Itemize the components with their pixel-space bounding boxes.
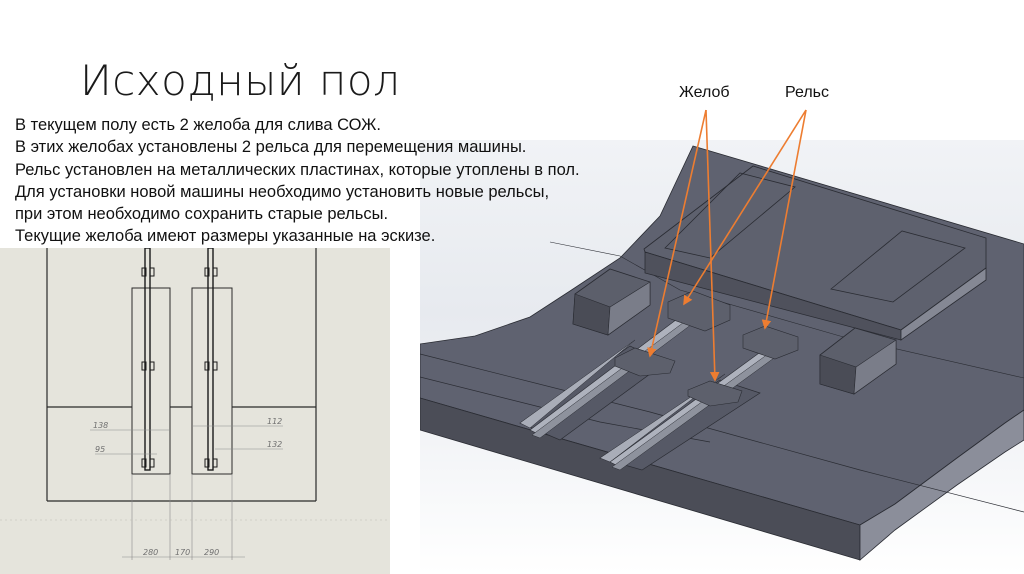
description-text: В текущем полу есть 2 желоба для слива С…: [15, 114, 580, 248]
dim-280: 280: [143, 548, 158, 557]
dim-95: 95: [95, 445, 105, 454]
description-line: Текущие желоба имеют размеры указанные н…: [15, 227, 436, 246]
description-line: Для установки новой машины необходимо ус…: [15, 182, 550, 201]
trough-callout-label: Желоб: [679, 84, 730, 101]
rail-callout-label: Рельс: [785, 84, 830, 101]
trough-sketch-drawing: 138 95 112 132 280 170 290: [0, 248, 390, 574]
plate: [614, 347, 676, 377]
description-line: при этом необходимо сохранить старые рел…: [15, 205, 389, 224]
floor-slab-right: [859, 409, 1024, 561]
description-line: Рельс установлен на металлических пласти…: [15, 160, 580, 179]
machine-base-side: [900, 267, 987, 341]
description-line: В этих желобах установлены 2 рельса для …: [15, 138, 527, 157]
dim-138: 138: [93, 421, 108, 430]
trough-right-outline: [191, 287, 233, 475]
description-line: В текущем полу есть 2 желоба для слива С…: [15, 116, 381, 134]
dim-132: 132: [267, 440, 282, 449]
slide-title: Исходный пол: [80, 56, 401, 105]
dim-290: 290: [204, 548, 219, 557]
dim-170: 170: [175, 548, 190, 557]
trough-left-outline: [131, 287, 171, 475]
dim-112: 112: [267, 417, 282, 426]
